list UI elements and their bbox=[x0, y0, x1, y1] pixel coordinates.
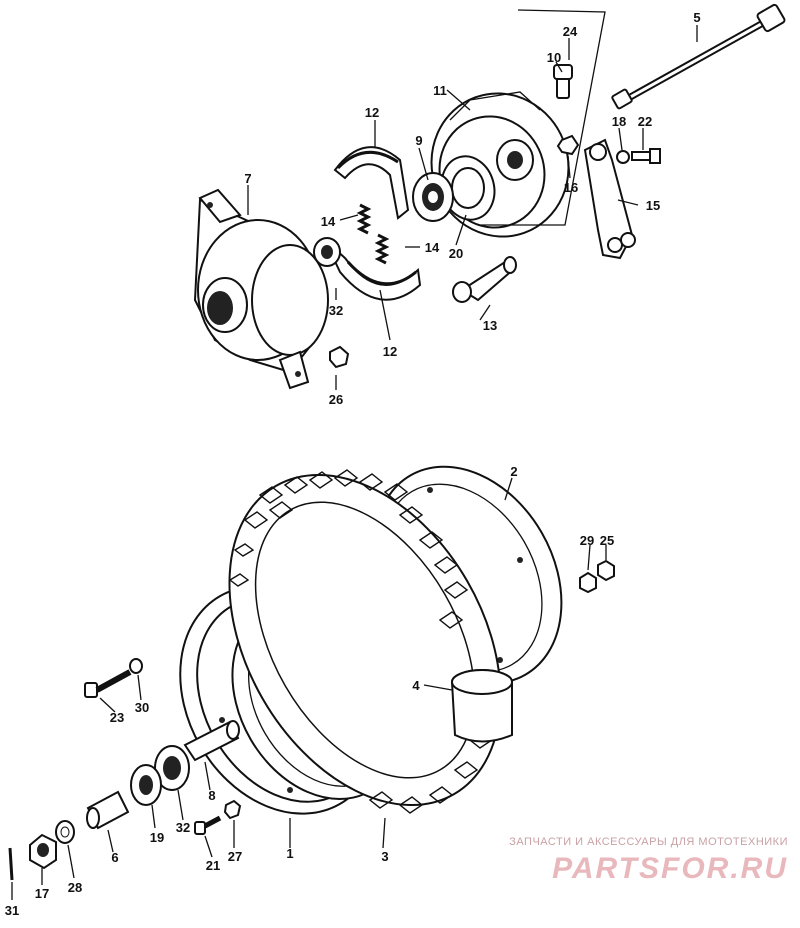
rim-nut-left-part bbox=[579, 571, 597, 594]
spring-lower-part bbox=[374, 233, 390, 265]
callout-30: 30 bbox=[135, 700, 149, 715]
callout-3: 3 bbox=[381, 849, 388, 864]
axle-washer-part bbox=[55, 820, 75, 844]
callout-14-lower: 14 bbox=[425, 240, 440, 255]
callout-25: 25 bbox=[600, 533, 614, 548]
callout-6: 6 bbox=[111, 850, 118, 865]
callout-32-upper: 32 bbox=[329, 303, 343, 318]
callout-13: 13 bbox=[483, 318, 497, 333]
small-nut-part bbox=[223, 799, 242, 820]
callout-23: 23 bbox=[110, 710, 124, 725]
callout-21: 21 bbox=[206, 858, 220, 873]
callout-labels: 1 2 3 4 5 6 7 8 9 10 11 12 12 13 14 14 1… bbox=[5, 10, 701, 918]
callout-20: 20 bbox=[449, 246, 463, 261]
rim-bolt-part bbox=[84, 669, 132, 698]
callout-2: 2 bbox=[510, 464, 517, 479]
callout-19: 19 bbox=[150, 830, 164, 845]
callout-24: 24 bbox=[563, 24, 578, 39]
callout-12-upper: 12 bbox=[365, 105, 379, 120]
brake-shoe-upper-part bbox=[333, 146, 410, 220]
callout-29: 29 bbox=[580, 533, 594, 548]
panel-group-bracket bbox=[478, 9, 606, 226]
callout-10: 10 bbox=[547, 50, 561, 65]
bearing-right-part bbox=[154, 745, 190, 791]
axle-part bbox=[611, 3, 786, 110]
small-bolt-part bbox=[194, 815, 222, 835]
watermark-logo: PARTSFOR.RU bbox=[552, 852, 788, 885]
washer-part bbox=[616, 150, 630, 164]
callout-17: 17 bbox=[35, 886, 49, 901]
callout-4: 4 bbox=[412, 678, 420, 693]
callout-11: 11 bbox=[433, 83, 447, 98]
wheel-hub-part bbox=[193, 188, 329, 390]
callout-28: 28 bbox=[68, 880, 82, 895]
distance-collar-part bbox=[86, 790, 130, 830]
brake-cam-part bbox=[452, 256, 517, 303]
rim-bolt-washer-part bbox=[129, 658, 143, 674]
callout-12-lower: 12 bbox=[383, 344, 397, 359]
brake-arm-part bbox=[583, 138, 636, 260]
callout-32-lower: 32 bbox=[176, 820, 190, 835]
rim-nut-right-part bbox=[597, 559, 615, 582]
leader-lines bbox=[11, 25, 698, 900]
callout-18: 18 bbox=[612, 114, 626, 129]
tire-part bbox=[228, 469, 502, 814]
brake-panel-part bbox=[430, 91, 570, 238]
arm-bolt-part bbox=[631, 148, 661, 164]
callout-22: 22 bbox=[638, 114, 652, 129]
bearing-part bbox=[412, 172, 454, 222]
nut-part bbox=[556, 134, 580, 156]
bolt-part bbox=[553, 64, 573, 99]
callout-1: 1 bbox=[286, 846, 293, 861]
watermark-caption: ЗАПЧАСТИ И АКСЕССУАРЫ ДЛЯ МОТОТЕХНИКИ bbox=[509, 836, 788, 848]
callout-5: 5 bbox=[693, 10, 700, 25]
cotter-pin-part bbox=[8, 847, 14, 881]
callout-27: 27 bbox=[228, 849, 242, 864]
callout-16: 16 bbox=[564, 180, 578, 195]
callout-31: 31 bbox=[5, 903, 19, 918]
callout-9: 9 bbox=[415, 133, 422, 148]
callout-14-upper: 14 bbox=[321, 214, 336, 229]
brake-shoe-lower-part bbox=[313, 237, 422, 301]
callout-7: 7 bbox=[244, 171, 251, 186]
spring-upper-part bbox=[356, 203, 372, 235]
spacer-part bbox=[183, 720, 240, 762]
oil-seal-part bbox=[130, 764, 162, 806]
hub-nut-part bbox=[329, 345, 350, 369]
callout-26: 26 bbox=[329, 392, 343, 407]
callout-15: 15 bbox=[646, 198, 660, 213]
axle-nut-part bbox=[29, 833, 57, 870]
callout-8: 8 bbox=[208, 788, 215, 803]
rim-band-part bbox=[451, 669, 513, 743]
seal-part bbox=[440, 155, 496, 221]
